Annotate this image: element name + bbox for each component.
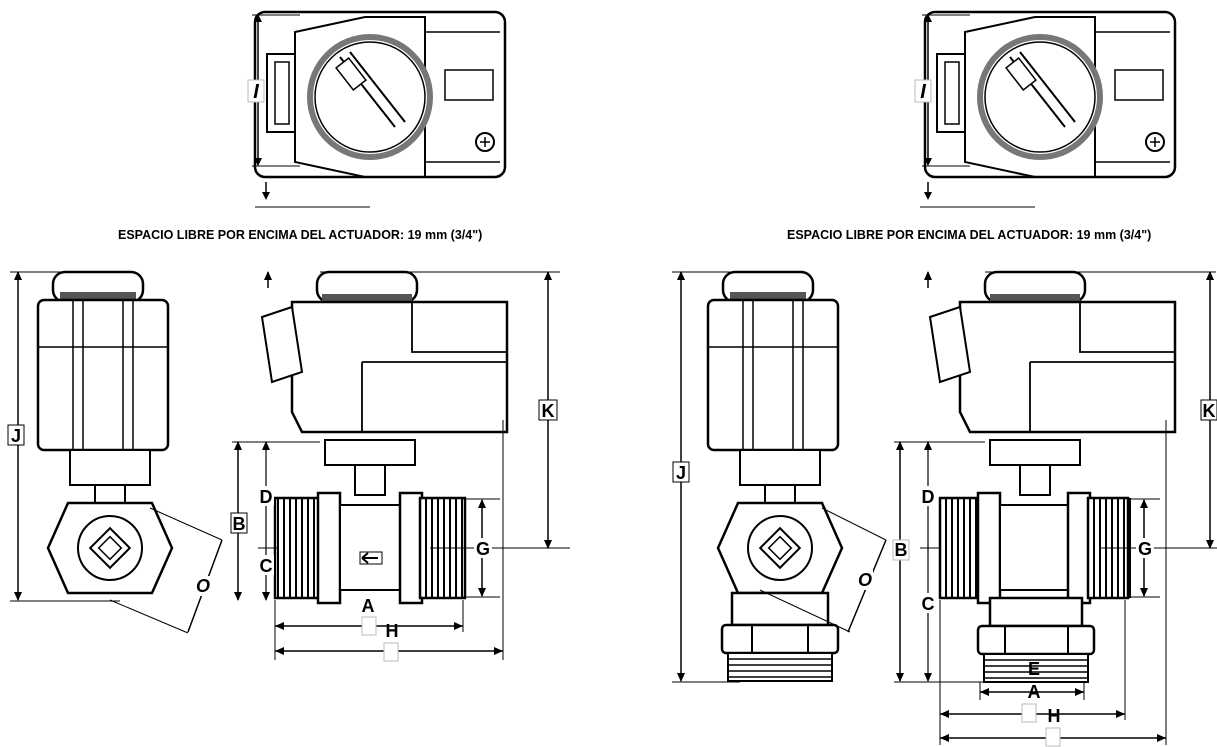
label-O-left: O — [196, 576, 210, 596]
label-G-right: G — [1138, 539, 1152, 559]
clearance-caption-right: ESPACIO LIBRE POR ENCIMA DEL ACTUADOR: 1… — [787, 228, 1152, 242]
actuator-side-right — [928, 270, 1177, 434]
actuator-side-left — [260, 270, 509, 434]
label-D-right: D — [922, 487, 935, 507]
actuator-front-left — [36, 270, 170, 452]
label-H-left: H — [386, 621, 399, 641]
label-C-left: C — [260, 556, 273, 576]
label-D-left: D — [260, 487, 273, 507]
label-A-left: A — [362, 596, 375, 616]
clearance-caption-left: ESPACIO LIBRE POR ENCIMA DEL ACTUADOR: 1… — [118, 228, 483, 242]
label-K-right: K — [1203, 401, 1216, 421]
label-I-right: I — [920, 81, 926, 103]
label-G-left: G — [476, 539, 490, 559]
label-O-right: O — [858, 570, 872, 590]
label-H-right: H — [1048, 706, 1061, 726]
label-B-left: B — [233, 514, 246, 534]
label-J-right: J — [676, 463, 686, 483]
actuator-top-view-right — [925, 12, 1175, 177]
actuator-front-right — [706, 270, 840, 452]
label-K-left: K — [542, 401, 555, 421]
label-C-right: C — [922, 594, 935, 614]
actuator-top-view-left — [255, 12, 505, 177]
label-E-right: E — [1028, 659, 1040, 679]
label-A-right: A — [1028, 682, 1041, 702]
label-B-right: B — [895, 540, 908, 560]
label-I-left: I — [253, 81, 259, 103]
label-J-left: J — [11, 426, 21, 446]
